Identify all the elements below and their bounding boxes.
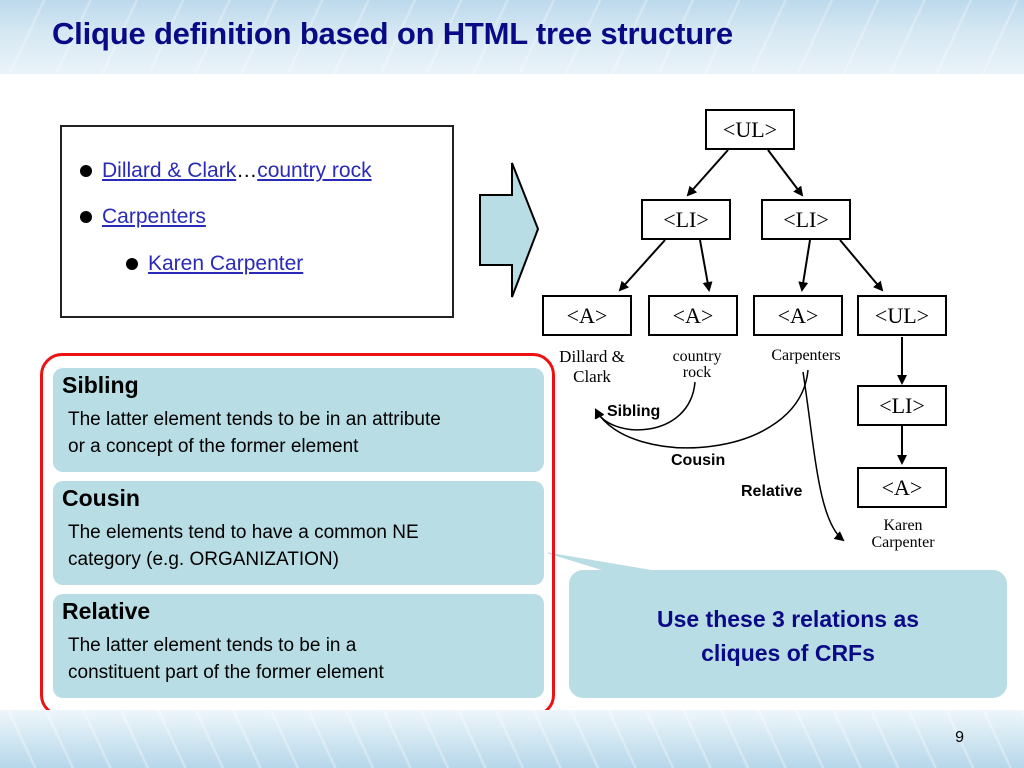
relation-title: Cousin xyxy=(62,485,140,511)
edge xyxy=(699,239,713,292)
node-label: <LI> xyxy=(783,207,829,232)
leaf-text: Clark xyxy=(573,367,611,386)
relation-card-relative: Relative The latter element tends to be … xyxy=(53,594,544,698)
tree-node-a-inner: <A> xyxy=(857,467,947,508)
callout-text: Use these 3 relations as cliques of CRFs xyxy=(569,602,1007,670)
tree-node-li-left: <LI> xyxy=(641,199,731,240)
bullet-icon xyxy=(126,258,138,270)
leaf-text: Carpenter xyxy=(871,534,935,551)
relation-description: The latter element tends to be in a cons… xyxy=(68,632,528,686)
description-line: category (e.g. ORGANIZATION) xyxy=(68,549,339,570)
link-carpenters[interactable]: Carpenters xyxy=(102,205,206,228)
description-line: or a concept of the former element xyxy=(68,436,359,457)
transform-arrow-icon xyxy=(479,162,540,298)
leaf-text: Carpenters xyxy=(771,347,840,364)
page-number: 9 xyxy=(955,729,964,746)
relation-description: The elements tend to have a common NE ca… xyxy=(68,519,528,573)
relation-description: The latter element tends to be in an att… xyxy=(68,406,528,460)
list-item: Carpenters xyxy=(80,205,206,229)
link-karen-carpenter[interactable]: Karen Carpenter xyxy=(148,252,304,275)
relative-curve xyxy=(802,371,845,542)
callout-line: Use these 3 relations as xyxy=(656,606,920,632)
edge xyxy=(839,239,884,292)
edge xyxy=(798,239,811,292)
link-dillard-clark[interactable]: Dillard & Clark xyxy=(102,159,237,182)
node-label: <LI> xyxy=(663,207,709,232)
cousin-curve xyxy=(595,369,809,449)
relation-title: Relative xyxy=(62,598,151,624)
list-item: Dillard & Clark…country rock xyxy=(80,159,372,183)
tree-node-a1: <A> xyxy=(542,295,632,336)
edge xyxy=(767,149,804,197)
edge xyxy=(618,239,666,292)
leaf-text: Dillard & xyxy=(559,347,625,366)
footer-bar xyxy=(0,710,1024,768)
tree-node-root: <UL> xyxy=(705,109,795,150)
description-line: constituent part of the former element xyxy=(68,662,384,683)
relation-card-cousin: Cousin The elements tend to have a commo… xyxy=(53,481,544,585)
callout-line: cliques of CRFs xyxy=(701,640,875,666)
relative-label: Relative xyxy=(741,483,802,500)
relation-card-sibling: Sibling The latter element tends to be i… xyxy=(53,368,544,472)
cousin-label: Cousin xyxy=(671,452,725,469)
node-label: <A> xyxy=(673,303,714,328)
node-label: <A> xyxy=(778,303,819,328)
node-label: <A> xyxy=(882,475,923,500)
tree-node-a3: <A> xyxy=(753,295,843,336)
header-bar xyxy=(0,0,1024,74)
bullet-icon xyxy=(80,211,92,223)
link-country-rock[interactable]: country rock xyxy=(257,159,372,182)
leaf-text: Karen xyxy=(883,517,922,534)
node-label: <LI> xyxy=(879,393,925,418)
description-line: The elements tend to have a common NE xyxy=(68,522,419,543)
description-line: The latter element tends to be in a xyxy=(68,635,357,656)
node-label: <UL> xyxy=(723,117,777,142)
tree-node-ul-inner: <UL> xyxy=(857,295,947,336)
sibling-label: Sibling xyxy=(607,403,660,420)
relation-title: Sibling xyxy=(62,372,139,398)
leaf-text: country xyxy=(673,348,722,365)
edge xyxy=(686,149,729,197)
leaf-text: rock xyxy=(683,364,711,381)
example-list-box: Dillard & Clark…country rock Carpenters … xyxy=(60,125,454,318)
list-item: Karen Carpenter xyxy=(126,252,303,276)
slide-title: Clique definition based on HTML tree str… xyxy=(52,16,733,51)
node-label: <A> xyxy=(567,303,608,328)
bullet-icon xyxy=(80,165,92,177)
description-line: The latter element tends to be in an att… xyxy=(68,409,441,430)
tree-node-li-right: <LI> xyxy=(761,199,851,240)
tree-node-a2: <A> xyxy=(648,295,738,336)
node-label: <UL> xyxy=(875,303,929,328)
tree-node-li-inner: <LI> xyxy=(857,385,947,426)
ellipsis-separator: … xyxy=(236,159,258,182)
callout-box: Use these 3 relations as cliques of CRFs xyxy=(569,570,1007,698)
